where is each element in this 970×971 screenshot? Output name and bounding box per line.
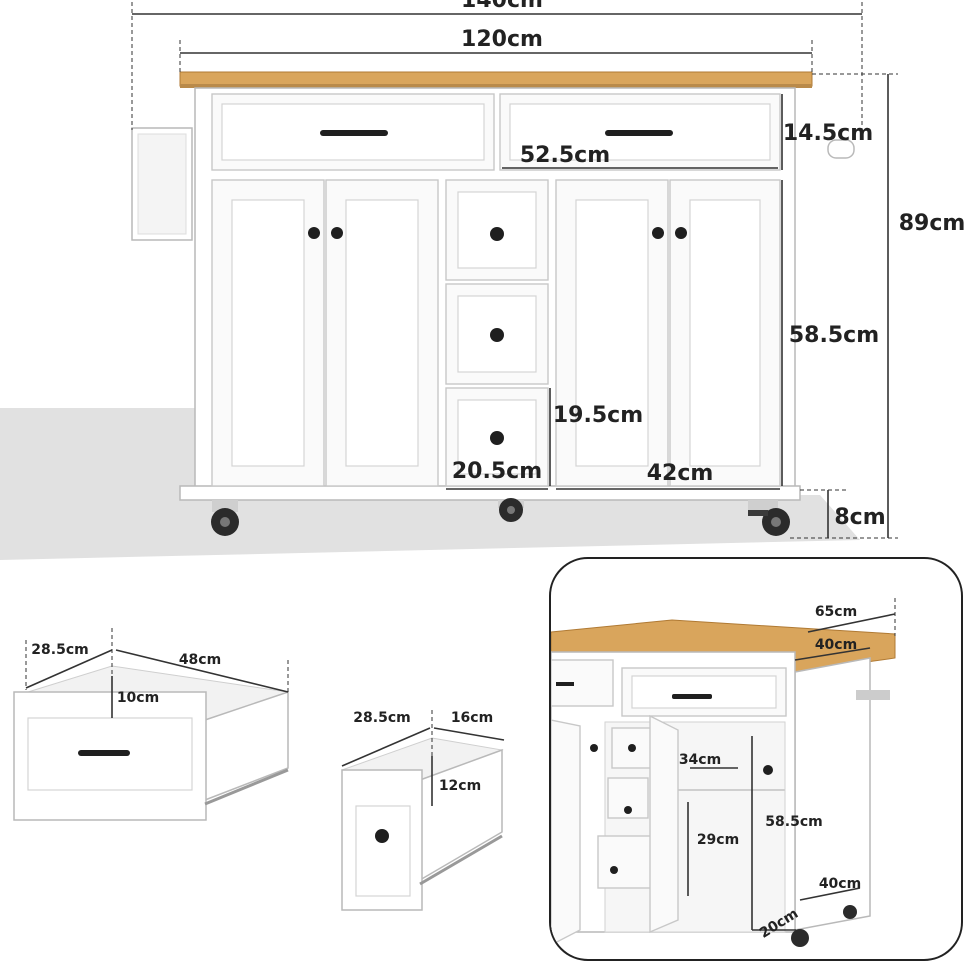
caster-wheel (748, 500, 790, 536)
small-drawer-detail (341, 710, 505, 911)
small-drawer-width-label: 16cm (451, 710, 493, 726)
door-knob (331, 227, 343, 239)
top-width-label: 120cm (461, 27, 543, 52)
inset-depth-label: 40cm (815, 637, 857, 653)
small-drawer-height-label: 12cm (439, 778, 481, 794)
caster-wheel (211, 500, 239, 536)
large-drawer-width-label: 48cm (179, 652, 221, 668)
large-drawer-depth-label: 28.5cm (31, 642, 88, 658)
inset-shelf-height-label: 29cm (697, 832, 739, 848)
door-knob (675, 227, 687, 239)
large-drawer-detail (13, 628, 289, 821)
inset-open-cabinet (551, 598, 896, 947)
small-drawer-depth-label: 28.5cm (353, 710, 410, 726)
overall-width-label: 140cm (461, 0, 543, 13)
large-drawer-handle (78, 750, 130, 756)
drawer-knob (490, 328, 504, 342)
towel-hook (827, 139, 855, 159)
drawer-height-label: 14.5cm (783, 121, 873, 146)
drawer-handle-left (320, 130, 388, 136)
total-height-label: 89cm (899, 211, 966, 236)
inset-shelf-depth-label: 34cm (679, 752, 721, 768)
inset-cabinet-height-label: 58.5cm (765, 814, 822, 830)
small-drawer-knob (375, 829, 389, 843)
drawer-width-label: 52.5cm (520, 143, 610, 168)
caster-wheel (498, 498, 524, 522)
large-drawer-height-label: 10cm (117, 690, 159, 706)
door-width-label: 42cm (647, 461, 714, 486)
door-knob (308, 227, 320, 239)
small-drawer-width-label: 20.5cm (452, 459, 542, 484)
small-drawer-height-label: 19.5cm (553, 403, 643, 428)
wooden-worktop (179, 71, 813, 87)
drawer-handle-right (605, 130, 673, 136)
drawer-knob (490, 227, 504, 241)
dimension-lines (131, 2, 898, 539)
kitchen-island-front (131, 71, 855, 536)
inset-extended-depth-label: 65cm (815, 604, 857, 620)
cabinet-height-label: 58.5cm (789, 323, 879, 348)
wheel-height-label: 8cm (834, 505, 885, 530)
door-knob (652, 227, 664, 239)
inset-towel-hook (856, 690, 890, 700)
drawer-knob (490, 431, 504, 445)
inset-side-depth-label: 40cm (819, 876, 861, 892)
